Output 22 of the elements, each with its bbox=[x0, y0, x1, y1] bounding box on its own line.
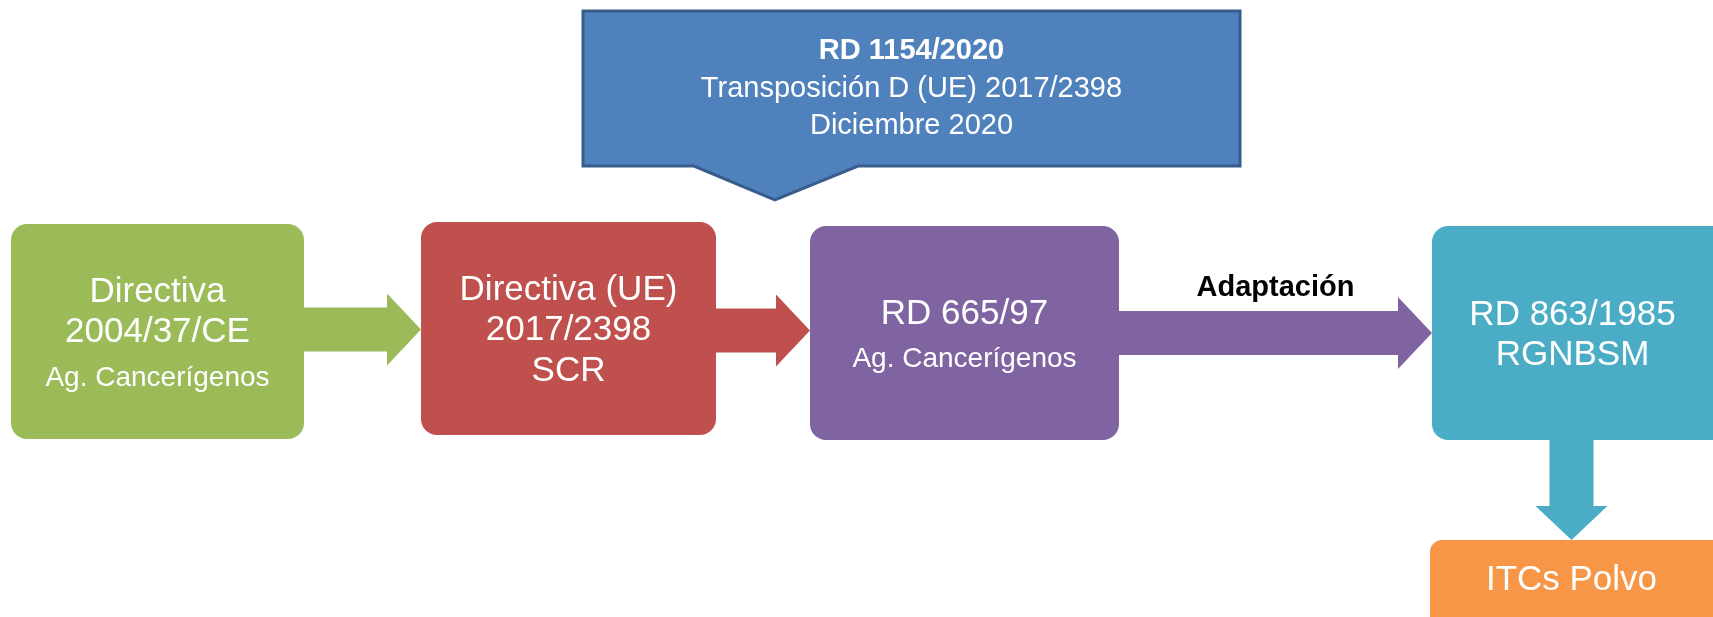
callout-title: RD 1154/2020 bbox=[818, 31, 1005, 67]
node-title: ITCs Polvo bbox=[1485, 558, 1658, 599]
block-arrow bbox=[716, 294, 810, 367]
node-subtitle: Ag. Cancerígenos bbox=[45, 360, 270, 393]
callout-text: Transposición D (UE) 2017/2398 bbox=[700, 69, 1123, 105]
node-title: RD 665/97 bbox=[880, 291, 1049, 333]
callout-text: Diciembre 2020 bbox=[809, 107, 1014, 143]
node-title: Directiva (UE) 2017/2398 bbox=[458, 268, 679, 349]
regulation-box bbox=[1430, 540, 1713, 617]
regulation-box bbox=[1432, 226, 1713, 440]
block-arrow bbox=[1119, 297, 1432, 369]
directive-box bbox=[421, 222, 716, 435]
node-title: RD 863/1985 bbox=[1469, 292, 1676, 333]
directive-box bbox=[11, 224, 304, 439]
block-arrow bbox=[1535, 440, 1608, 540]
node-subtitle: SCR bbox=[531, 348, 606, 389]
node-title: Directiva 2004/37/CE bbox=[64, 270, 251, 351]
node-subtitle: Ag. Cancerígenos bbox=[852, 342, 1077, 375]
block-arrow bbox=[304, 293, 421, 366]
callout-shape bbox=[581, 9, 1242, 202]
node-subtitle: RGNBSM bbox=[1495, 333, 1650, 374]
regulation-box bbox=[810, 226, 1119, 440]
